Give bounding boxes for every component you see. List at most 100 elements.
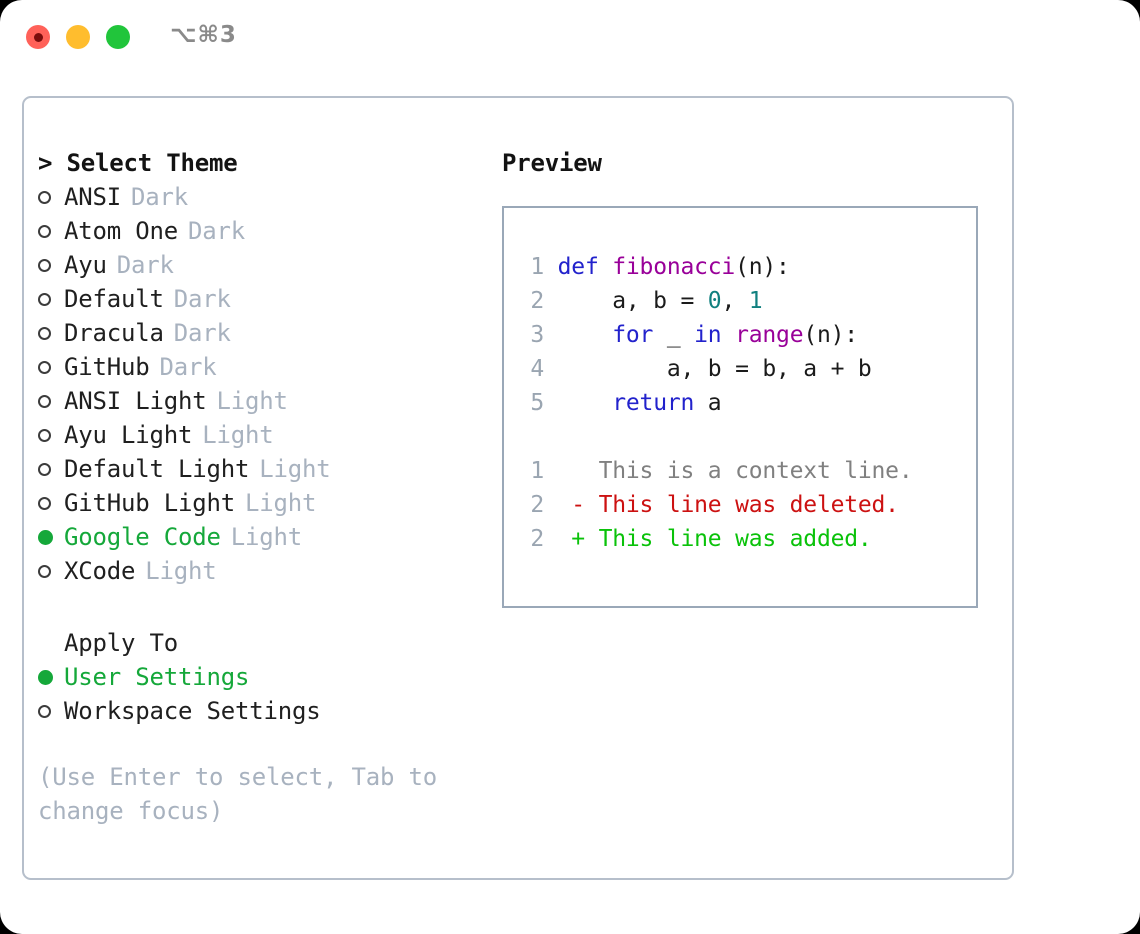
theme-item-label: Default Light xyxy=(64,455,250,483)
radio-unselected-icon[interactable] xyxy=(38,428,64,442)
code-line: 4 a, b = b, a + b xyxy=(516,352,976,386)
code-token: a xyxy=(694,390,722,416)
radio-dot-hollow xyxy=(38,292,51,306)
apply-to-option[interactable]: Workspace Settings xyxy=(38,694,488,728)
diff-line: 2 - This line was deleted. xyxy=(516,488,976,522)
diff-line-text: This is a context line. xyxy=(598,458,913,484)
radio-dot-hollow xyxy=(38,496,51,510)
radio-unselected-icon[interactable] xyxy=(38,564,64,578)
keyboard-shortcut-label: ⌥⌘3 xyxy=(170,22,237,48)
close-button[interactable] xyxy=(26,25,50,49)
radio-dot-hollow xyxy=(38,564,51,578)
code-line: 3 for _ in range(n): xyxy=(516,318,976,352)
theme-item-variant-tag: Dark xyxy=(173,285,231,313)
theme-item-variant-tag: Dark xyxy=(188,217,245,245)
code-token: a, b = xyxy=(557,288,708,314)
maximize-button[interactable] xyxy=(106,25,130,49)
radio-unselected-icon[interactable] xyxy=(38,704,64,718)
apply-to-option[interactable]: User Settings xyxy=(38,660,488,694)
code-line-number: 5 xyxy=(530,390,544,416)
theme-item-label: Ayu Light xyxy=(64,421,193,449)
theme-item-variant-tag: Dark xyxy=(173,319,231,347)
code-gutter-space xyxy=(544,390,558,416)
diff-gutter-space xyxy=(544,458,571,484)
radio-unselected-icon[interactable] xyxy=(38,292,64,306)
theme-item-label: Dracula xyxy=(64,319,164,347)
theme-item-label: Default xyxy=(64,285,164,313)
theme-list-item[interactable]: Default Light Light xyxy=(38,452,488,486)
code-line: 1 def fibonacci(n): xyxy=(516,250,976,284)
preview-spacer xyxy=(516,420,976,454)
radio-unselected-icon[interactable] xyxy=(38,224,64,238)
radio-dot-hollow xyxy=(38,462,51,476)
code-gutter-space xyxy=(544,322,558,348)
radio-dot-hollow xyxy=(38,258,51,272)
minimize-button[interactable] xyxy=(66,25,90,49)
theme-list-item[interactable]: Ayu Light Light xyxy=(38,418,488,452)
code-gutter-space xyxy=(544,288,558,314)
theme-item-label: Ayu xyxy=(64,251,107,279)
radio-dot-filled xyxy=(38,669,53,685)
theme-item-variant-tag: Light xyxy=(202,421,274,449)
radio-unselected-icon[interactable] xyxy=(38,394,64,408)
code-token: a, b = b, a + b xyxy=(557,356,872,382)
code-token: in xyxy=(694,322,722,348)
theme-list-item[interactable]: Ayu Dark xyxy=(38,248,488,282)
theme-item-variant-tag: Light xyxy=(245,489,317,517)
apply-to-heading: Apply To xyxy=(64,629,178,657)
radio-selected-icon[interactable] xyxy=(38,669,64,685)
code-line-number: 1 xyxy=(530,254,544,280)
radio-dot-hollow xyxy=(38,428,51,442)
diff-marker: + xyxy=(571,526,599,552)
radio-dot-hollow xyxy=(38,224,51,238)
radio-unselected-icon[interactable] xyxy=(38,258,64,272)
code-line: 2 a, b = 0, 1 xyxy=(516,284,976,318)
theme-item-variant-tag: Light xyxy=(259,455,331,483)
radio-unselected-icon[interactable] xyxy=(38,496,64,510)
keyboard-hint-text: (Use Enter to select, Tab to change focu… xyxy=(38,763,437,825)
diff-marker: - xyxy=(571,492,599,518)
theme-item-variant-tag: Dark xyxy=(116,251,174,279)
apply-to-option-label: User Settings xyxy=(64,663,250,691)
code-token: return xyxy=(612,390,695,416)
radio-unselected-icon[interactable] xyxy=(38,190,64,204)
diff-line-number: 2 xyxy=(530,492,544,518)
theme-list-item[interactable]: Default Dark xyxy=(38,282,488,316)
radio-unselected-icon[interactable] xyxy=(38,326,64,340)
apply-to-option-label: Workspace Settings xyxy=(64,697,321,725)
theme-list-heading: > Select Theme xyxy=(38,149,238,177)
radio-selected-icon[interactable] xyxy=(38,529,64,545)
theme-item-variant-tag: Light xyxy=(230,523,302,551)
diff-preview: 1 This is a context line.2 - This line w… xyxy=(516,454,976,556)
theme-item-label: GitHub Light xyxy=(64,489,235,517)
diff-line: 1 This is a context line. xyxy=(516,454,976,488)
theme-list-item[interactable]: Atom One Dark xyxy=(38,214,488,248)
radio-unselected-icon[interactable] xyxy=(38,462,64,476)
recording-indicator-icon xyxy=(33,32,43,42)
radio-unselected-icon[interactable] xyxy=(38,360,64,374)
theme-list-item[interactable]: Dracula Dark xyxy=(38,316,488,350)
diff-line-number: 2 xyxy=(530,526,544,552)
radio-dot-hollow xyxy=(38,190,51,204)
radio-dot-hollow xyxy=(38,704,51,718)
code-token: _ xyxy=(653,322,695,348)
theme-item-variant-tag: Dark xyxy=(159,353,217,381)
code-token: range xyxy=(735,322,804,348)
theme-item-label: Atom One xyxy=(64,217,178,245)
radio-dot-hollow xyxy=(38,360,51,374)
theme-item-variant-tag: Light xyxy=(216,387,288,415)
code-token: (n): xyxy=(803,322,858,348)
code-gutter-space xyxy=(544,254,558,280)
diff-line-number: 1 xyxy=(530,458,544,484)
theme-list-item[interactable]: GitHub Light Light xyxy=(38,486,488,520)
code-token: (n): xyxy=(735,254,790,280)
